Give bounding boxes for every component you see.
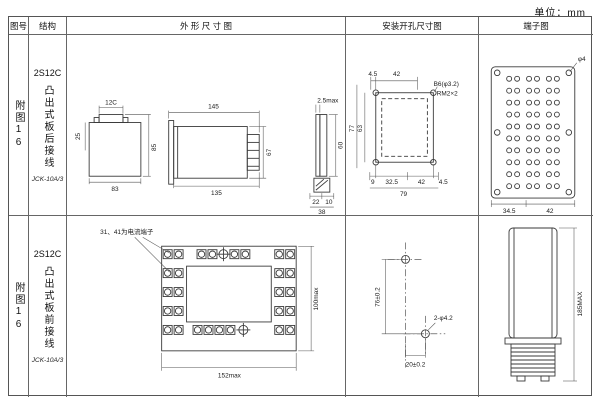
row2-fig-no: 附图16 — [13, 281, 24, 332]
dim-terminal-hole: φ4 — [578, 56, 586, 63]
terminal-drawing-rear: φ4 34.5 42 — [490, 56, 586, 215]
dim-hole-offset: 20±0.2 — [406, 362, 426, 369]
row1-mounting-cell: 4.5 42 B6(φ3.2) RM2×2 77 63 9 32.5 42 4.… — [346, 35, 479, 216]
terminal-dim-lines — [490, 62, 577, 208]
row1-structure-cell: 2S12C 凸出式板后接线 JCK-10A/3 — [29, 35, 67, 216]
mounting-dim-lines — [356, 76, 439, 189]
label-hole-spec-front: 2-φ4.2 — [434, 315, 453, 322]
row1-outline-cell: 12C 25 83 85 145 135 67 — [67, 35, 346, 216]
dim-mount-top2: 42 — [393, 71, 401, 78]
row2-type-code: JCK-10A/3 — [31, 357, 64, 364]
dim-panel-height: 60 — [338, 141, 345, 149]
label-screw-spec: RM2×2 — [437, 91, 458, 98]
row2-model: 2S12C — [33, 249, 62, 259]
dim-side-height: 67 — [266, 148, 273, 156]
dim-front-top: 12C — [105, 100, 117, 107]
header-fig-no: 图号 — [9, 17, 29, 35]
terminal-plate — [490, 66, 576, 199]
spec-table: 图号 结构 外 形 尺 寸 图 安装开孔尺寸图 端子图 附图16 2S12C 凸… — [8, 16, 593, 397]
row1-type-code: JCK-10A/3 — [31, 175, 64, 183]
dim-panel-d3: 38 — [318, 209, 326, 215]
label-hole-spec: B6(φ3.2) — [434, 81, 459, 88]
right-terminal-block — [274, 249, 296, 335]
header-structure: 结构 — [29, 17, 67, 35]
mounting-drawing-rear: 4.5 42 B6(φ3.2) RM2×2 77 63 9 32.5 42 4.… — [349, 71, 459, 198]
dim-mount-b3: 42 — [418, 179, 426, 186]
mounting-holes — [387, 242, 446, 368]
profile-dim-lines — [559, 227, 577, 382]
dim-front-height: 85 — [151, 143, 158, 151]
row1-structure-text: 凸出式板后接线 — [42, 84, 53, 169]
outline-drawing-front: 31、41为电流端子 100max 152max — [100, 227, 320, 380]
header-mounting: 安装开孔尺寸图 — [346, 17, 479, 35]
dim-front-outline-height: 100max — [313, 287, 320, 311]
row1-terminal-cell: φ4 34.5 42 — [479, 35, 593, 216]
dim-front-tab: 25 — [75, 132, 82, 140]
dim-mount-left-outer: 77 — [349, 124, 356, 132]
header-terminal: 端子图 — [479, 17, 593, 35]
relay-side-profile — [504, 227, 562, 382]
dim-front-outline-width: 152max — [218, 373, 242, 380]
bottom-terminal-block — [192, 324, 236, 335]
dim-mount-b2: 32.5 — [385, 179, 398, 186]
terminal-hole-grid — [506, 75, 560, 190]
terminal-drawing-front: 185MAX — [504, 227, 584, 382]
dim-mount-left-inner: 63 — [357, 124, 364, 132]
dim-hole-span: 76±0.2 — [375, 287, 382, 307]
cutout-outline — [372, 89, 437, 166]
dim-profile-height: 185MAX — [577, 291, 584, 317]
dim-terminal-d1: 34.5 — [503, 208, 516, 215]
side-view-dim-lines — [168, 110, 267, 189]
dim-terminal-d2: 42 — [546, 208, 554, 215]
dim-mount-total: 79 — [400, 191, 408, 198]
row2-terminal-cell: 185MAX — [479, 216, 593, 397]
side-view — [168, 120, 260, 185]
panel-view-dim-lines — [309, 104, 338, 208]
dim-mount-top1: 4.5 — [368, 71, 377, 78]
relay-front-view — [161, 245, 297, 352]
row1-fig-no-cell: 附图16 — [9, 35, 29, 216]
row2-fig-no-cell: 附图16 — [9, 216, 29, 397]
mounting-drawing-front: 76±0.2 2-φ4.2 20±0.2 — [375, 242, 453, 369]
row2-structure-cell: 2S12C 凸出式板前接线 JCK-10A/3 — [29, 216, 67, 397]
dim-panel-thickness: 2.5max — [317, 98, 339, 105]
dim-mount-b4: 4.5 — [439, 179, 448, 186]
front-outline-dim-lines — [134, 237, 315, 371]
dim-mount-b1: 9 — [371, 179, 375, 186]
header-outline: 外 形 尺 寸 图 — [67, 17, 346, 35]
dim-front-width: 83 — [111, 186, 119, 193]
row1-model: 2S12C — [33, 67, 62, 78]
row2-structure-text: 凸出式板前接线 — [42, 266, 53, 350]
note-current-terminals: 31、41为电流端子 — [100, 227, 154, 236]
front-mounting-dim-lines — [381, 259, 436, 358]
row2-mounting-cell: 76±0.2 2-φ4.2 20±0.2 — [346, 216, 479, 397]
front-view-dim-lines — [84, 105, 151, 185]
dim-panel-d2: 10 — [325, 199, 333, 206]
outline-drawing-rear: 12C 25 83 85 145 135 67 — [75, 98, 345, 215]
panel-view — [313, 114, 331, 193]
dim-side-body: 135 — [211, 190, 222, 197]
front-view — [88, 114, 142, 177]
row1-fig-no: 附图16 — [13, 100, 24, 150]
row2-outline-cell: 31、41为电流端子 100max 152max — [67, 216, 346, 397]
unit-label: 单位：mm — [534, 8, 586, 19]
dim-panel-d1: 22 — [312, 199, 320, 206]
dim-side-total: 145 — [208, 104, 219, 111]
left-terminal-block — [162, 249, 184, 335]
